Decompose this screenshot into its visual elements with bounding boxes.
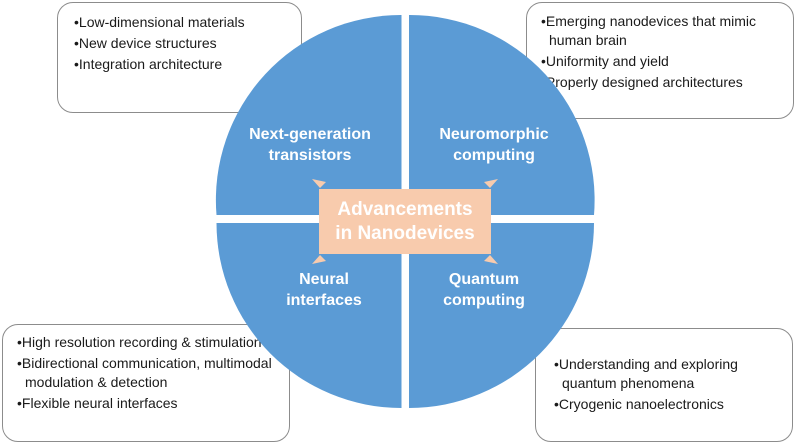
quadrant-bottom-left xyxy=(216,223,402,408)
bullet-item: New device structures xyxy=(74,34,289,53)
bullet-list: Understanding and exploring quantum phen… xyxy=(554,355,784,414)
label-neural-interfaces: Neural interfaces xyxy=(259,269,389,311)
bullet-item: High resolution recording & stimulation xyxy=(17,333,283,352)
bullet-item: Low-dimensional materials xyxy=(74,13,289,32)
bullet-item: Integration architecture xyxy=(74,55,289,74)
arrow-up-left-icon xyxy=(312,179,326,188)
label-neuromorphic-computing: Neuromorphic computing xyxy=(419,124,569,166)
bullet-item: Cryogenic nanoelectronics xyxy=(554,395,784,414)
bullet-item: Uniformity and yield xyxy=(541,52,785,71)
center-box: Advancements in Nanodevices xyxy=(319,189,491,254)
center-title-line: in Nanodevices xyxy=(335,222,475,244)
box-neural-interfaces: High resolution recording & stimulation … xyxy=(2,324,290,442)
label-next-generation-transistors: Next-generation transistors xyxy=(235,124,385,166)
bullet-item: Bidirectional communication, multimodal … xyxy=(17,354,283,392)
label-line: Neural xyxy=(299,271,349,288)
bullet-item: Understanding and exploring quantum phen… xyxy=(554,355,784,393)
box-neuromorphic-computing: Emerging nanodevices that mimic human br… xyxy=(526,2,794,119)
label-quantum-computing: Quantum computing xyxy=(414,269,554,311)
box-next-generation-transistors: Low-dimensional materials New device str… xyxy=(57,2,302,113)
label-line: computing xyxy=(443,292,525,309)
center-title: Advancements in Nanodevices xyxy=(335,198,474,246)
label-line: interfaces xyxy=(286,292,362,309)
quadrant-bottom-right xyxy=(409,223,594,408)
bullet-item: Properly designed architectures xyxy=(541,73,785,92)
label-line: computing xyxy=(453,147,535,164)
quadrant-top-right xyxy=(409,14,595,216)
box-quantum-computing: Understanding and exploring quantum phen… xyxy=(535,328,793,442)
arrow-down-left-icon xyxy=(312,255,326,264)
label-line: transistors xyxy=(268,147,352,164)
arrow-up-right-icon xyxy=(484,179,498,188)
arrow-down-right-icon xyxy=(484,255,498,264)
bullet-item: Flexible neural interfaces xyxy=(17,394,283,413)
label-line: Next-generation xyxy=(249,126,371,143)
bullet-list: Emerging nanodevices that mimic human br… xyxy=(541,12,785,92)
bullet-list: Low-dimensional materials New device str… xyxy=(74,13,289,74)
bullet-item: Emerging nanodevices that mimic human br… xyxy=(541,12,785,50)
center-title-line: Advancements xyxy=(337,198,473,220)
bullet-list: High resolution recording & stimulation … xyxy=(17,333,283,413)
label-line: Neuromorphic xyxy=(439,126,549,143)
label-line: Quantum xyxy=(448,271,520,288)
quadrant-top-left xyxy=(215,14,402,216)
